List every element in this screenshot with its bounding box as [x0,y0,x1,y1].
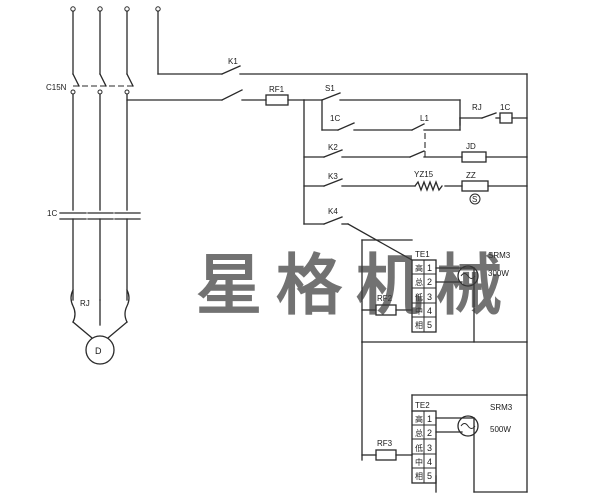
k4-switch [323,216,343,225]
k2-label: K2 [328,143,338,152]
rf3-label: RF3 [377,439,393,448]
heater-srm3-300w-icon [457,265,479,287]
fuse-rf1 [265,94,289,106]
1c-holding-contact [337,122,355,131]
coil-1c-label: 1C [500,103,510,112]
k3-label: K3 [328,172,338,181]
l1-label: L1 [420,114,429,123]
jd-element [461,151,487,163]
fuse-rf3 [375,449,397,461]
svg-text:3: 3 [427,292,432,302]
svg-text:1: 1 [427,414,432,424]
jd-label: JD [466,142,476,151]
rj-contact-label: RJ [472,103,482,112]
svg-text:高: 高 [415,414,423,424]
s-symbol-circle [469,193,481,205]
main-contactor-1c [59,212,141,301]
svg-text:2: 2 [427,428,432,438]
k2-switch [323,149,343,158]
c15n-label: C15N [46,83,67,92]
svg-text:高: 高 [415,263,423,273]
coil-1c [499,112,513,124]
yz15-resistor [414,180,443,192]
te2-label: TE2 [415,401,430,410]
svg-text:中: 中 [415,306,423,316]
te2-srm-label: SRM3 [490,403,513,412]
holding-1c-label: 1C [330,114,340,123]
svg-text:4: 4 [427,306,432,316]
c15n-contact-3 [126,73,134,87]
motor-symbol [85,335,115,365]
thermal-relay-rj [70,289,130,339]
controller-te2 [411,394,528,493]
te1-srm-label: SRM3 [488,251,511,260]
zz-label: ZZ [466,171,476,180]
te1-label: TE1 [415,250,430,259]
rj-contact [481,112,497,119]
controller-te1 [411,259,479,343]
main-rj-label: RJ [80,299,90,308]
te1-power-label: 300W [488,269,509,278]
svg-text:3: 3 [427,443,432,453]
svg-text:低: 低 [415,292,423,302]
k4-label: K4 [328,207,338,216]
k3-switch [323,178,343,187]
te2-power-label: 500W [490,425,511,434]
k1-switch [221,65,241,75]
control-circuit [221,65,528,493]
svg-text:总: 总 [415,428,423,438]
svg-text:相: 相 [415,471,423,481]
svg-text:低: 低 [415,443,423,453]
fuse-rf2 [375,304,397,316]
rf1-label: RF1 [269,85,285,94]
svg-text:5: 5 [427,471,432,481]
c15n-contact-2 [99,73,107,87]
rf2-label: RF2 [377,294,393,303]
svg-text:总: 总 [415,277,423,287]
c15n-contact-1 [72,73,80,87]
main-1c-label: 1C [47,209,57,218]
zz-element [461,180,489,192]
s-mark-label: S [472,195,477,204]
svg-text:1: 1 [427,263,432,273]
svg-text:4: 4 [427,457,432,467]
three-phase-supply [70,6,223,211]
s1-switch [321,92,341,101]
motor-label: D [95,346,102,356]
s1-label: S1 [325,84,335,93]
svg-text:相: 相 [415,320,423,330]
heater-srm3-500w-icon [457,415,479,437]
yz15-label: YZ15 [414,170,434,179]
svg-text:中: 中 [415,457,423,467]
svg-text:5: 5 [427,320,432,330]
phase-switch [221,89,243,101]
k1-label: K1 [228,57,238,66]
svg-text:2: 2 [427,277,432,287]
